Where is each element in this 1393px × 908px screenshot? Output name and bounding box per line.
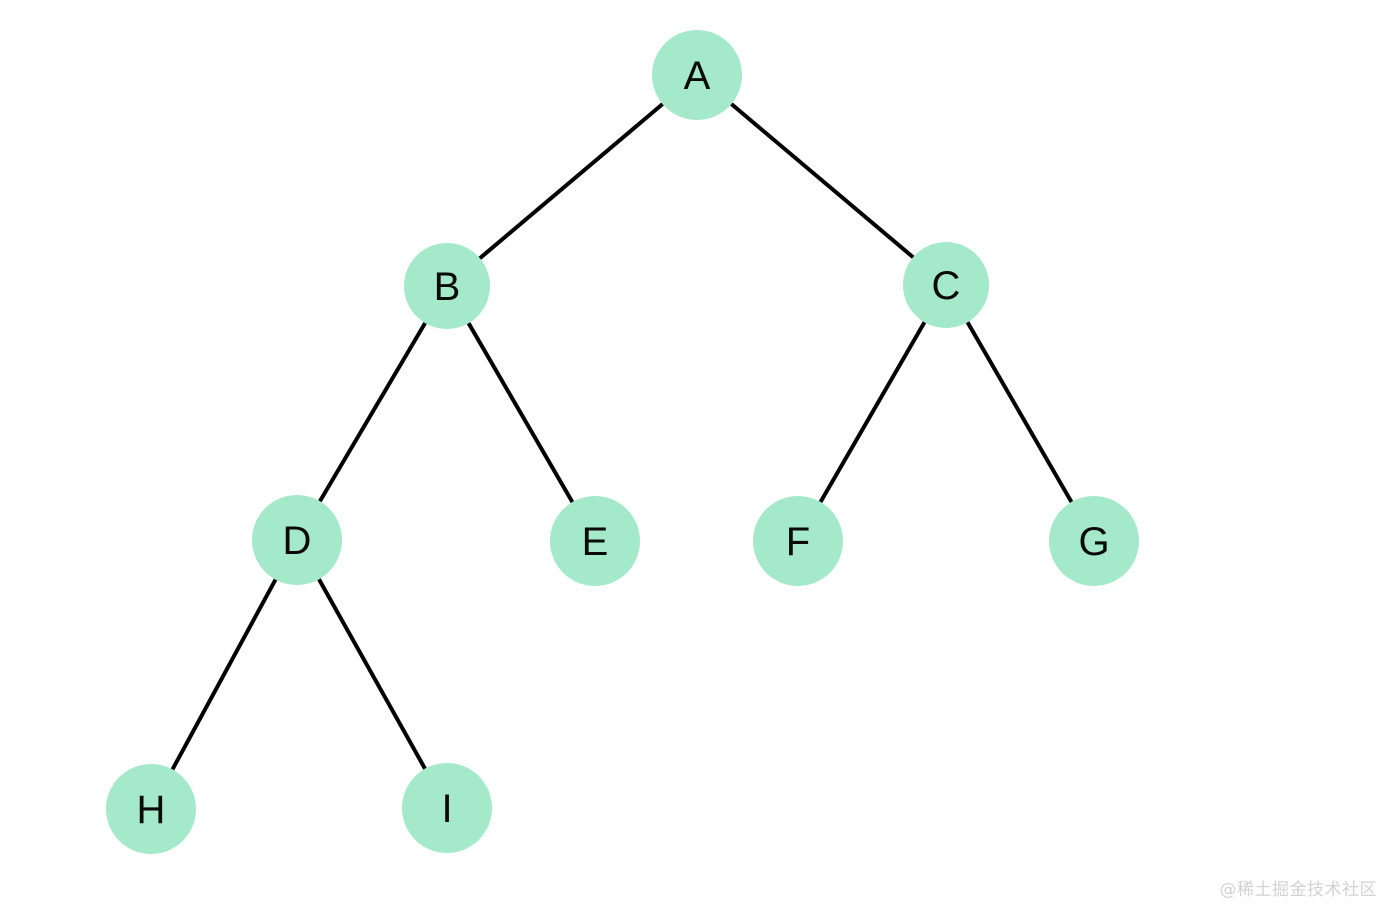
node-circle-f[interactable] (753, 496, 843, 586)
tree-node-d[interactable]: D (252, 495, 342, 585)
watermark-text: @稀土掘金技术社区 (1219, 880, 1377, 900)
node-label-f: F (786, 520, 810, 564)
edge-c-g (965, 321, 1074, 504)
node-circle-c[interactable] (903, 242, 989, 328)
node-circle-d[interactable] (252, 495, 342, 585)
node-circle-i[interactable] (402, 763, 492, 853)
node-circle-g[interactable] (1049, 496, 1139, 586)
nodes-group: A B C D E F G H I (106, 30, 1139, 854)
edges-group (170, 102, 1074, 771)
node-label-g: G (1078, 520, 1109, 564)
node-label-h: H (137, 788, 166, 832)
node-label-a: A (684, 54, 711, 98)
edge-d-h (170, 578, 278, 771)
tree-node-a[interactable]: A (652, 30, 742, 120)
edge-c-f (818, 321, 927, 504)
edge-b-e (466, 322, 575, 504)
edge-d-i (317, 578, 427, 770)
tree-node-b[interactable]: B (404, 243, 490, 329)
node-label-c: C (932, 264, 961, 308)
node-label-b: B (434, 265, 461, 309)
tree-node-e[interactable]: E (550, 496, 640, 586)
tree-node-i[interactable]: I (402, 763, 492, 853)
tree-node-h[interactable]: H (106, 764, 196, 854)
edge-b-d (318, 322, 427, 503)
node-label-i: I (441, 787, 452, 831)
node-circle-h[interactable] (106, 764, 196, 854)
tree-node-f[interactable]: F (753, 496, 843, 586)
node-circle-b[interactable] (404, 243, 490, 329)
tree-node-g[interactable]: G (1049, 496, 1139, 586)
tree-node-c[interactable]: C (903, 242, 989, 328)
node-label-e: E (582, 520, 609, 564)
edge-a-c (730, 102, 915, 259)
node-label-d: D (283, 519, 312, 563)
node-circle-a[interactable] (652, 30, 742, 120)
edge-a-b (478, 102, 664, 260)
node-circle-e[interactable] (550, 496, 640, 586)
